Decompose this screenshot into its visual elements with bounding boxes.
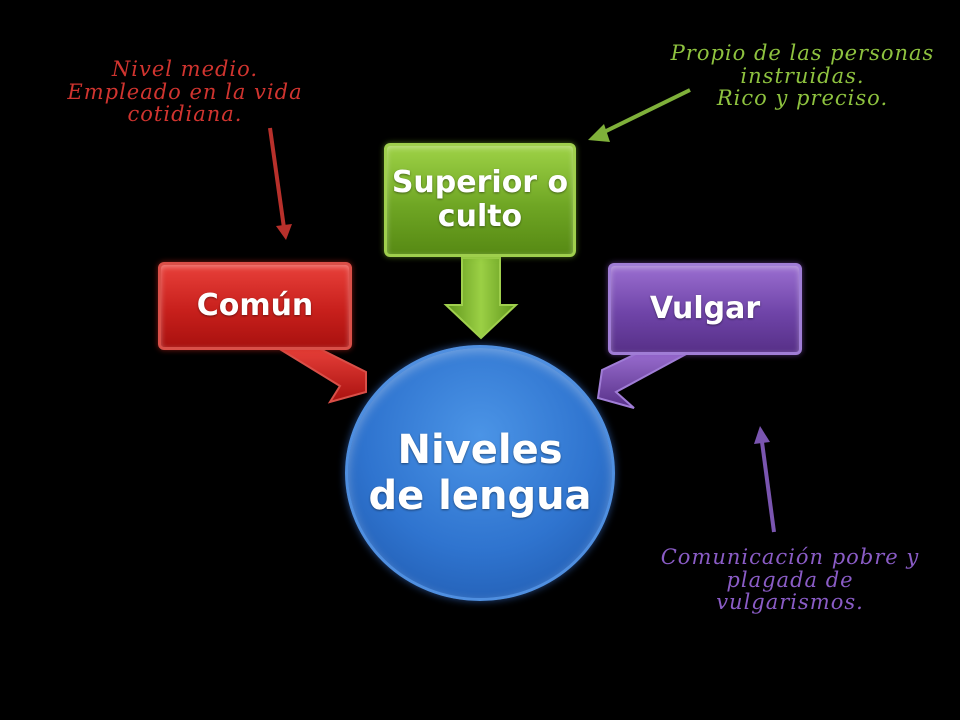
center-title-line1: Niveles <box>397 427 563 473</box>
note-superior-line1: Propio de las personas <box>670 41 935 65</box>
comun-note-arrow <box>268 127 292 240</box>
note-vulgar-line3: vulgarismos. <box>716 590 864 615</box>
note-comun-line2: Empleado en la vida <box>67 79 303 104</box>
note-superior-line3: Rico y preciso. <box>716 86 889 111</box>
center-title-line2: de lengua <box>368 473 592 519</box>
center-circle: Niveles de lengua <box>345 345 615 601</box>
note-superior-line2: instruidas. <box>740 63 865 88</box>
note-superior: Propio de las personas instruidas. Rico … <box>650 42 955 110</box>
superior-note-arrow <box>588 88 691 142</box>
note-vulgar-line1: Comunicación pobre y <box>660 545 920 569</box>
note-comun-line1: Nivel medio. <box>111 57 259 81</box>
note-comun-line3: cotidiana. <box>127 102 243 127</box>
vulgar-connector-arrow <box>596 351 691 409</box>
level-label-vulgar: Vulgar <box>649 290 761 326</box>
level-label-superior-line2: culto <box>437 199 523 234</box>
note-vulgar-line2: plagada de <box>726 567 854 592</box>
level-box-superior: Superior o culto <box>384 143 576 257</box>
level-box-vulgar: Vulgar <box>608 263 802 355</box>
level-box-comun: Común <box>158 262 352 350</box>
comun-connector-arrow <box>274 347 367 404</box>
note-comun: Nivel medio. Empleado en la vida cotidia… <box>40 58 330 126</box>
superior-connector-arrow <box>443 257 519 340</box>
vulgar-note-arrow <box>754 426 776 533</box>
level-label-comun: Común <box>196 287 314 323</box>
level-label-superior-line1: Superior o <box>391 164 569 200</box>
note-vulgar: Comunicación pobre y plagada de vulgaris… <box>630 546 950 614</box>
